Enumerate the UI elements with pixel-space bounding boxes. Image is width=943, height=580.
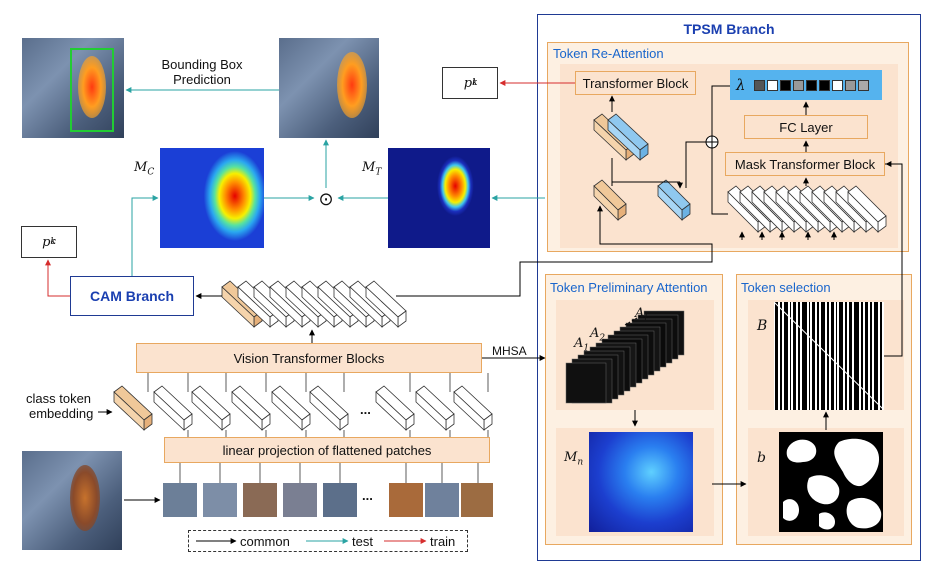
attention-map-stack [565,310,685,404]
image-patches [163,483,493,517]
lambda-symbol: λ [736,76,746,94]
label-b: b [757,450,766,466]
legend-test: test [352,534,373,549]
fc-layer: FC Layer [744,115,868,139]
legend-train: train [430,534,456,549]
label-a1: A1 [574,336,590,354]
binary-matrix-B [774,302,884,410]
input-image [22,451,122,550]
heatmap-mt [388,148,490,248]
bbox-result-image [22,38,124,138]
label-a2: A2 [590,326,606,344]
label-mc: MC [134,160,155,178]
token-preliminary-attention-title: Token Preliminary Attention [550,280,708,295]
class-token-bar [113,385,153,431]
label-al: Al [635,306,648,324]
label-mn: Mn [564,450,584,468]
legend-common: common [240,534,290,549]
heatmap-mn [589,432,693,532]
class-token-label: class token embedding [26,391,94,421]
binary-mask-b [779,432,883,532]
linear-projection: linear projection of flattened patches [164,437,490,463]
mask-transformer-block: Mask Transformer Block [725,152,885,176]
patch-ellipsis: ... [362,488,373,503]
tpsm-branch-title: TPSM Branch [683,21,775,37]
label-mt: MT [362,160,382,178]
vision-transformer-blocks: Vision Transformer Blocks [136,343,482,373]
token-reattention-title: Token Re-Attention [553,46,664,61]
legend [188,530,468,552]
token-ellipsis: ... [360,402,371,417]
mhsa-label: MHSA [492,344,527,358]
overlay-result-image [279,38,379,138]
heatmap-mc [160,148,264,248]
lambda-vector: λ [730,70,882,100]
label-B: B [757,318,768,334]
elementwise-product-symbol: ⊙ [318,188,334,210]
token-selection-title: Token selection [741,280,831,295]
transformer-block: Transformer Block [575,71,696,95]
cam-branch: CAM Branch [70,276,194,316]
